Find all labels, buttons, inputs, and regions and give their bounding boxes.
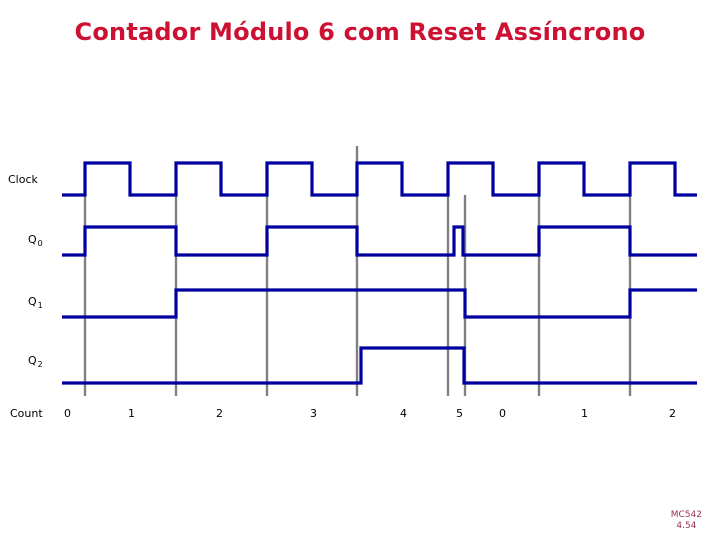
signal-label-q0: Q0	[28, 233, 43, 248]
subscript-1: 1	[37, 301, 43, 310]
waveform-q2	[62, 346, 697, 385]
waveform-q1	[62, 288, 697, 319]
count-value: 0	[64, 407, 71, 420]
count-value: 2	[669, 407, 676, 420]
count-value: 4	[400, 407, 407, 420]
count-value: 2	[216, 407, 223, 420]
page-title: Contador Módulo 6 com Reset Assíncrono	[74, 18, 646, 46]
signal-label-q1: Q1	[28, 295, 43, 310]
count-value: 3	[310, 407, 317, 420]
footer-slide-number: 4.54	[676, 520, 697, 531]
subscript-2: 2	[37, 360, 43, 369]
slide-footer: MC542 4.54	[671, 510, 702, 533]
waveform-q0	[62, 225, 697, 257]
count-value: 1	[128, 407, 135, 420]
count-value: 1	[581, 407, 588, 420]
subscript-0: 0	[37, 239, 43, 248]
count-value: 5	[456, 407, 463, 420]
signal-label-q2: Q2	[28, 354, 43, 369]
footer-course-code: MC542	[670, 509, 702, 520]
count-row-label: Count	[10, 407, 43, 420]
waveform-clock	[62, 161, 697, 197]
signal-label-clock: Clock	[8, 173, 38, 186]
count-value: 0	[499, 407, 506, 420]
